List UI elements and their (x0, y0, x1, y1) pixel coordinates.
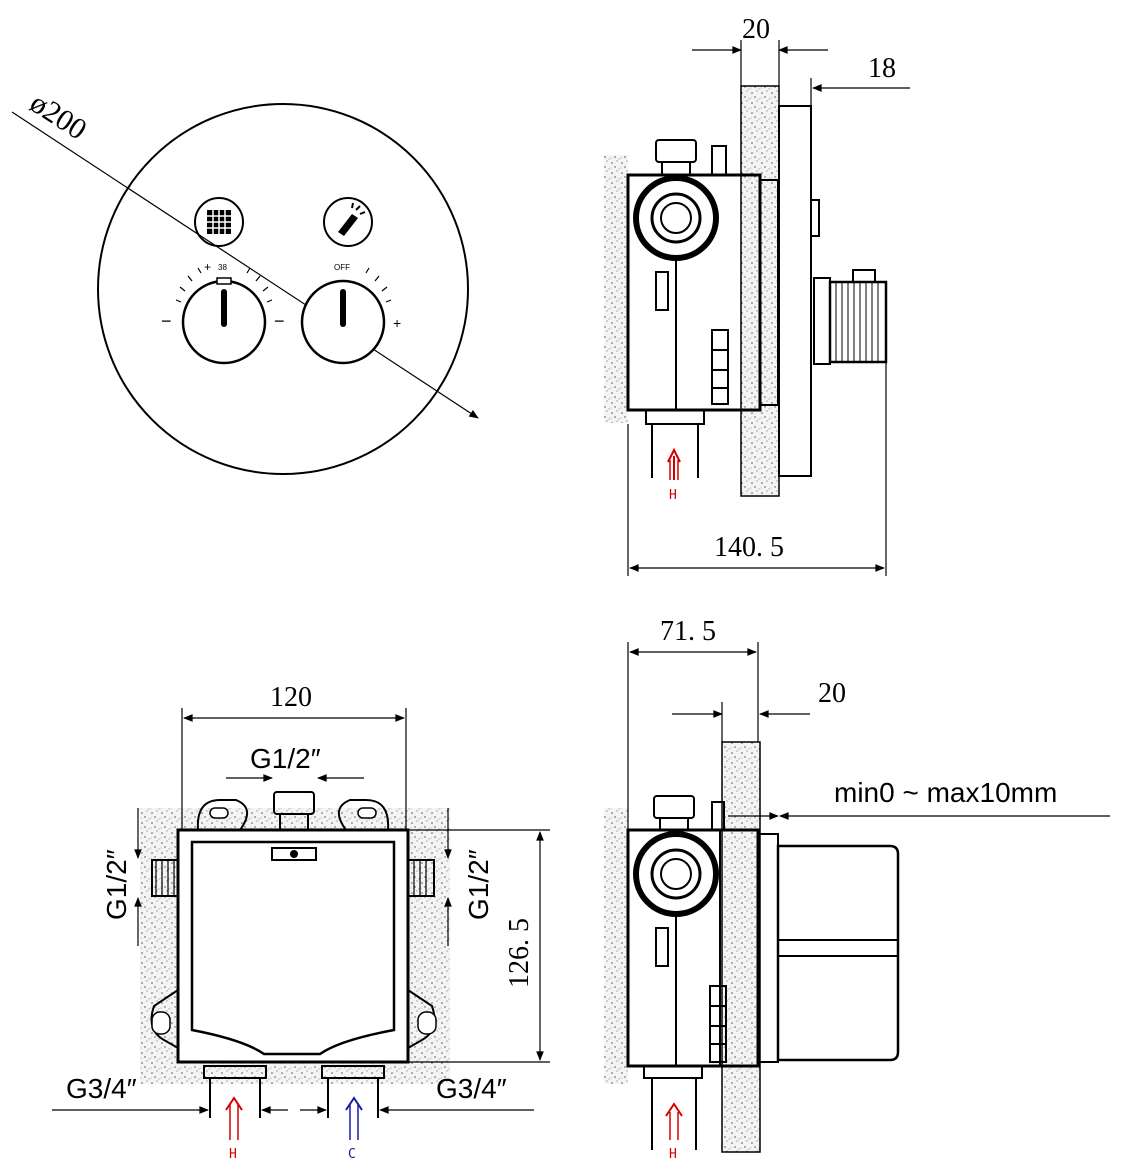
flow-knob[interactable] (300, 279, 386, 365)
radiator-icon[interactable] (194, 197, 244, 247)
dim-wall-bottom: 20 (818, 678, 846, 709)
diameter-leader (11, 111, 479, 419)
left-side-port (151, 859, 179, 897)
dim-lines-bottom (627, 642, 1110, 830)
top-nut-b (653, 795, 695, 819)
bottom-left-thread-label: G3/4″ (66, 1073, 137, 1104)
lug-top-left (196, 799, 248, 831)
box-cold-arrow (345, 1096, 363, 1140)
knob-left-plus: + (204, 260, 211, 274)
hot-label: H (669, 488, 677, 503)
hot-label-b: H (669, 1147, 677, 1162)
hot-inlet-arrow-b (665, 1102, 683, 1140)
knob-left-minus: − (161, 311, 172, 331)
box-view: H C 120 G1/2″ G1/2″ G1 (52, 682, 550, 1162)
grip-knurl (835, 282, 879, 362)
dim-plate: 18 (868, 53, 896, 84)
cover-plate-circle (97, 103, 469, 475)
side-view-bottom: H 71. 5 20 min0 ~ max10mm (604, 616, 1110, 1162)
box-hot-arrow (225, 1096, 243, 1140)
hot-inlet-arrow (667, 447, 681, 480)
handle-grip (828, 280, 888, 364)
dim-box-height: 126. 5 (504, 918, 535, 988)
knob-left-minus-right: − (274, 311, 285, 331)
temperature-knob[interactable] (181, 277, 267, 365)
hand-shower-icon[interactable] (323, 197, 373, 247)
dim-box-width: 120 (270, 682, 312, 713)
dim-lines-box (52, 708, 550, 1114)
temperature-scale (175, 267, 273, 303)
knob-right-plus: + (393, 315, 401, 331)
top-nut (655, 139, 697, 163)
off-mark: OFF (334, 263, 350, 272)
side-view-top: H 20 18 140. 5 (604, 14, 910, 576)
tolerance-label: min0 ~ max10mm (834, 777, 1057, 808)
box-inner (190, 840, 396, 1056)
dim-wall-top: 20 (742, 14, 770, 45)
wall-hatch (604, 155, 628, 423)
top-thread-label: G1/2″ (250, 743, 321, 774)
front-view: ø200 (11, 86, 479, 475)
dim-body: 71. 5 (660, 616, 716, 647)
box-hot-label: H (229, 1147, 237, 1162)
diameter-label: ø200 (24, 86, 92, 146)
flow-scale (365, 267, 392, 303)
wall-section-b (721, 741, 761, 1153)
plaster-guard (776, 844, 900, 1062)
temperature-mark: 38 (218, 263, 227, 272)
left-thread-label: G1/2″ (101, 849, 132, 920)
right-side-port (407, 859, 435, 897)
cover-plate-side (778, 105, 812, 477)
box-cold-label: C (348, 1147, 356, 1162)
lug-top-right (338, 799, 390, 831)
dim-lines-top (627, 40, 910, 576)
bottom-right-thread-label: G3/4″ (436, 1073, 507, 1104)
wall-hatch-b (604, 808, 628, 1084)
right-thread-label: G1/2″ (463, 849, 494, 920)
dim-depth: 140. 5 (714, 532, 784, 563)
